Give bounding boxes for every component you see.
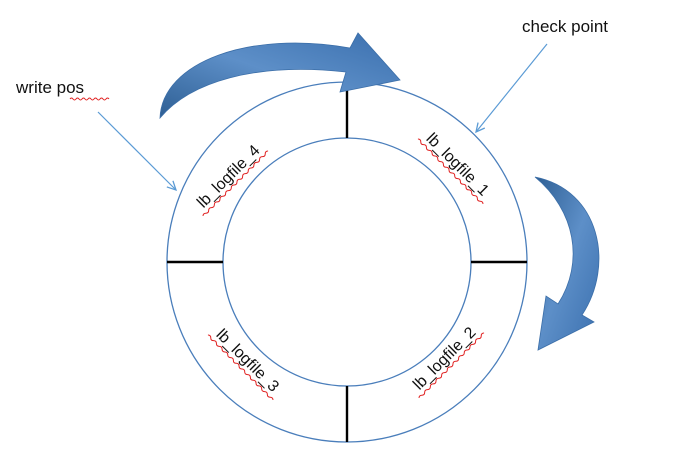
spellcheck-underline-3 xyxy=(207,334,274,401)
spellcheck-underline-4 xyxy=(202,150,269,217)
svg-text:lb_logfile_2: lb_logfile_2 xyxy=(410,324,479,393)
check-point-label: check point xyxy=(522,17,608,36)
write-pos-pointer: write pos xyxy=(15,78,176,190)
write-pos-label: write pos xyxy=(15,78,84,97)
check-point-pointer: check point xyxy=(476,17,608,132)
spellcheck-underline-2 xyxy=(418,332,485,399)
write-pos-arrow xyxy=(97,111,176,190)
segment-label-2: lb_logfile_2 xyxy=(410,324,485,399)
svg-text:lb_logfile_1: lb_logfile_1 xyxy=(423,130,492,199)
spellcheck-underline-1 xyxy=(417,138,484,205)
spellcheck-underline-write-pos xyxy=(69,97,110,101)
segment-label-1: lb_logfile_1 xyxy=(417,130,492,205)
inner-ring xyxy=(222,137,472,387)
curved-arrow-right xyxy=(534,176,600,351)
curved-arrow-top xyxy=(159,32,401,120)
check-point-arrow xyxy=(476,43,548,132)
